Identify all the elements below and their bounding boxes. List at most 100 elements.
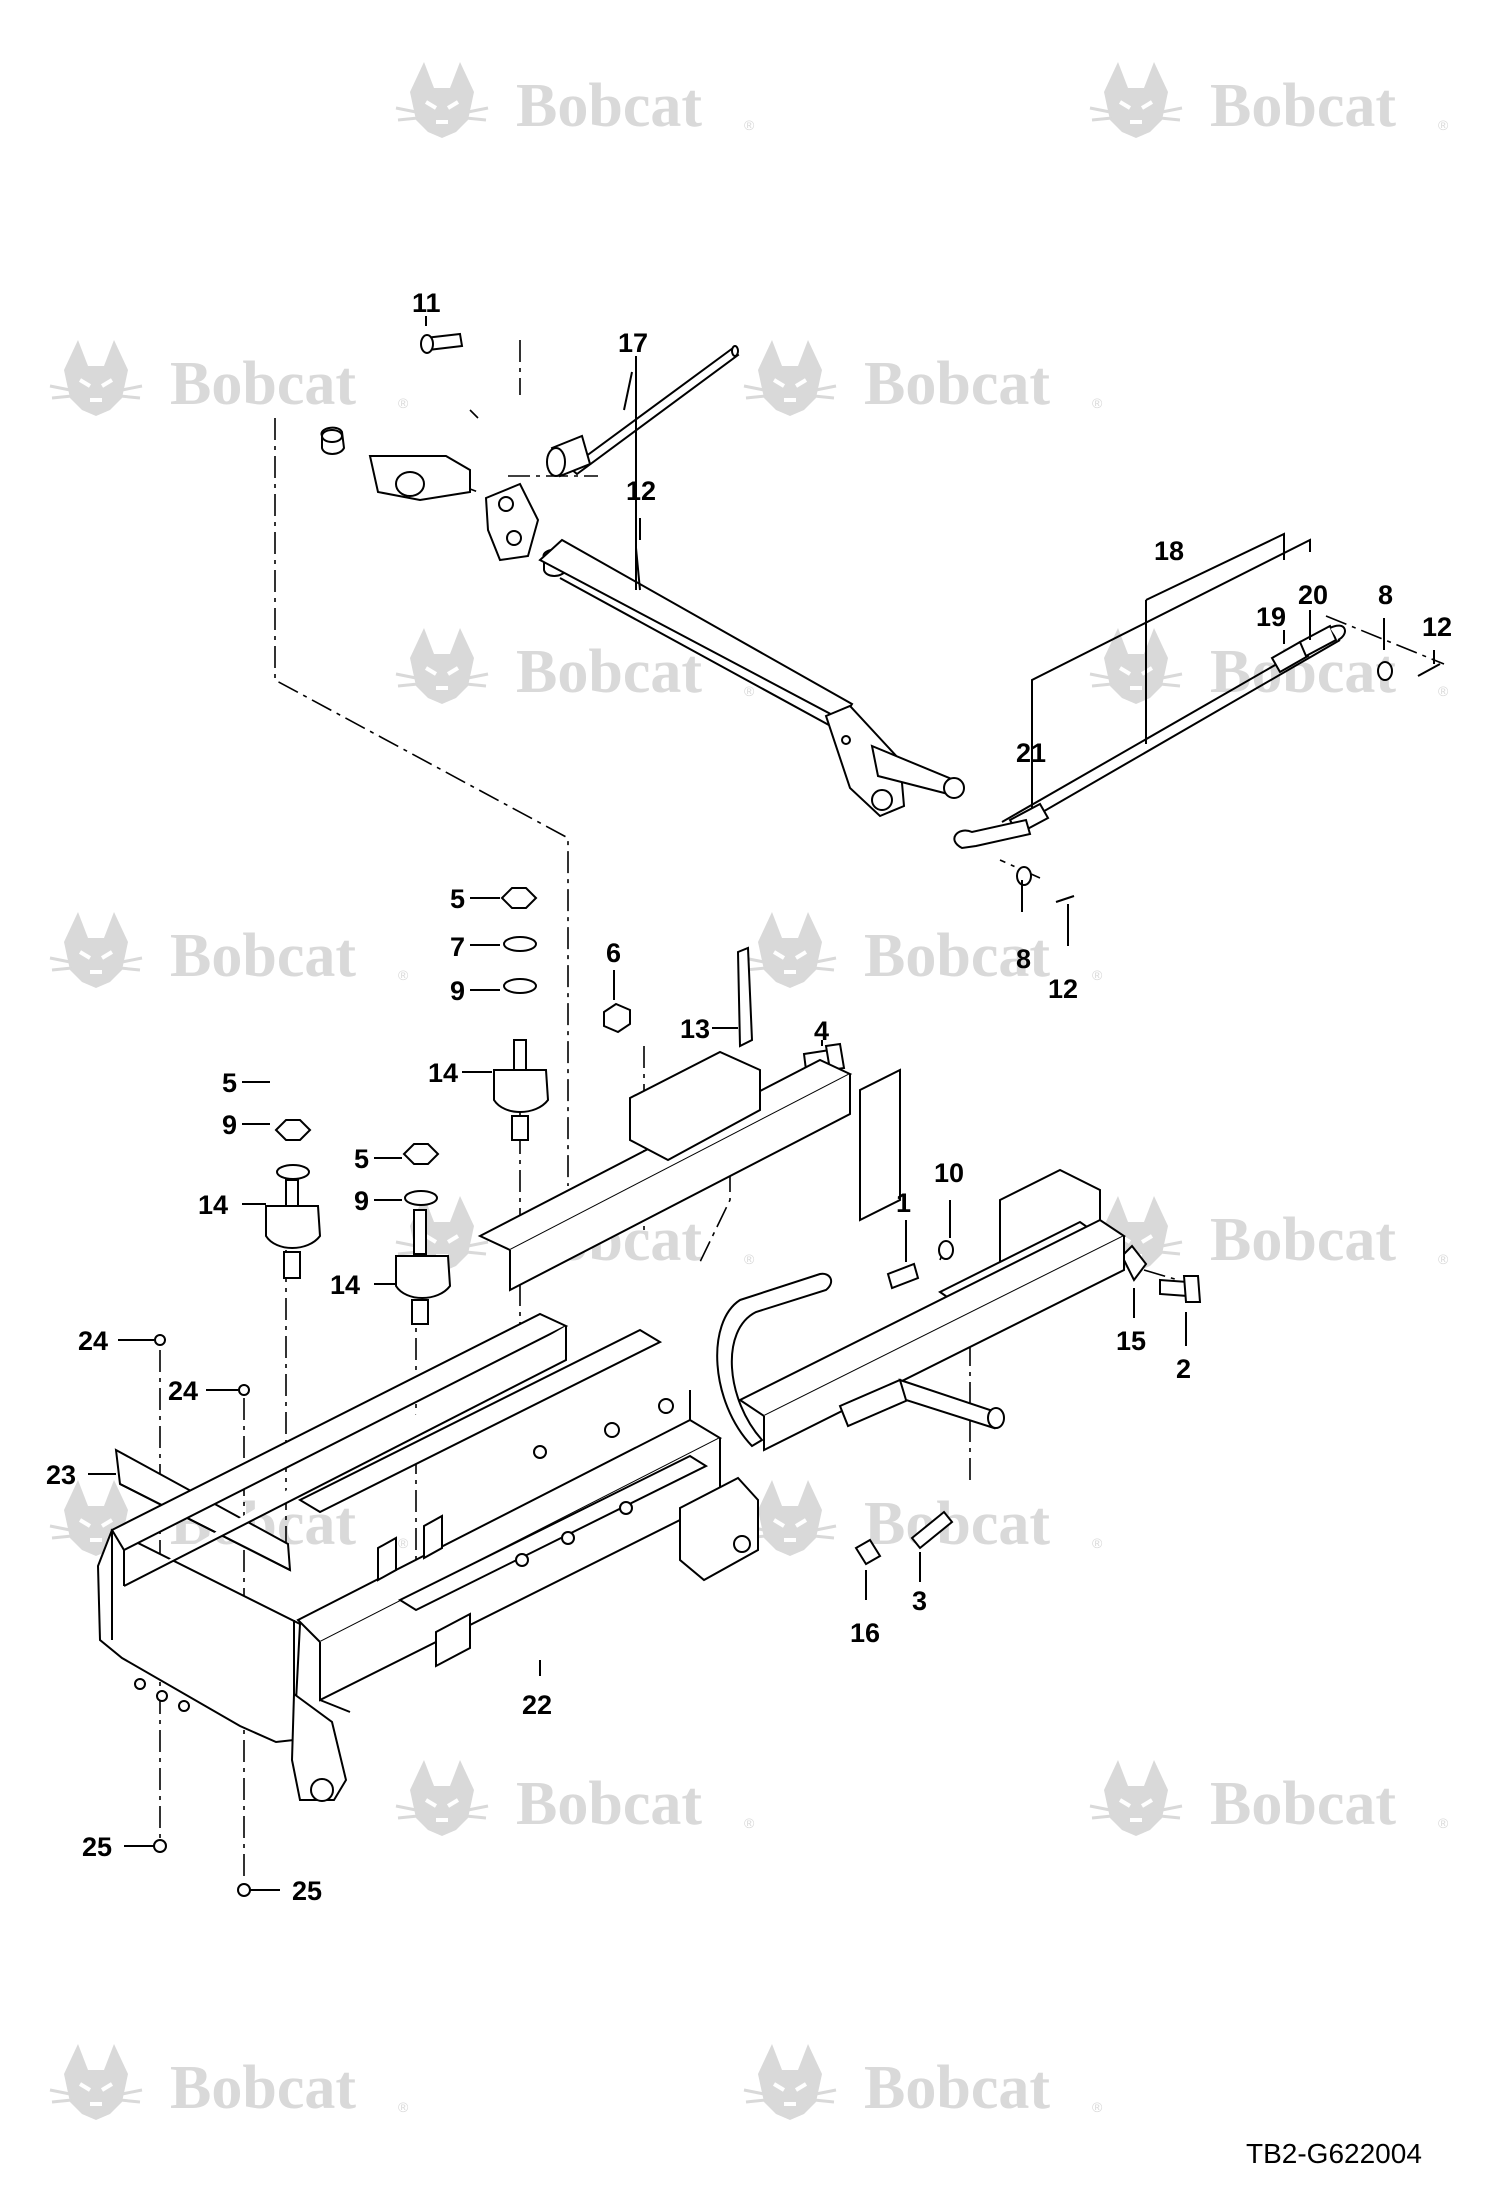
bobcat-logo-icon <box>1088 1758 1184 1838</box>
upper-linkage-assembly <box>320 332 965 818</box>
watermark-text: Bobcat <box>516 72 702 140</box>
callout-14: 14 <box>428 1058 458 1088</box>
callout-10: 10 <box>934 1158 964 1188</box>
clip-15 <box>1120 1244 1148 1282</box>
shaft-lower-edge <box>559 577 839 731</box>
callout-7: 7 <box>450 932 465 962</box>
shaft <box>538 538 854 722</box>
cross-member-b <box>397 1454 709 1612</box>
bobcat-logo-icon <box>742 910 838 990</box>
callout-13: 13 <box>680 1014 710 1044</box>
watermark: Bobcat ® <box>742 1478 1103 1558</box>
callout-20: 20 <box>1298 580 1328 610</box>
bobcat-logo-icon <box>742 2042 838 2122</box>
mid-beam <box>629 1050 761 1162</box>
clevis-loop <box>953 818 1032 850</box>
watermark-registered: ® <box>1438 117 1449 133</box>
bolt-3 <box>910 1510 954 1550</box>
watermark-registered: ® <box>744 117 755 133</box>
watermark-text: Bobcat <box>864 2054 1050 2122</box>
watermark: Bobcat ® <box>48 338 409 418</box>
bobcat-logo-icon <box>394 626 490 706</box>
watermark: Bobcat ® <box>394 1758 755 1838</box>
washer-8a <box>1377 661 1393 681</box>
callout-14: 14 <box>198 1190 228 1220</box>
bobcat-logo-icon <box>1088 626 1184 706</box>
watermark-registered: ® <box>398 395 409 411</box>
callout-12: 12 <box>1422 612 1452 642</box>
watermark: Bobcat ® <box>1088 626 1449 706</box>
watermark-registered: ® <box>1438 683 1449 699</box>
watermark: Bobcat ® <box>394 626 755 706</box>
bolt-1 <box>886 1262 920 1290</box>
callout-17: 17 <box>618 328 648 358</box>
watermark: Bobcat ® <box>394 60 755 140</box>
callout-9: 9 <box>354 1186 369 1216</box>
watermark-registered: ® <box>744 1251 755 1267</box>
watermark: Bobcat ® <box>48 2042 409 2122</box>
rivet-24b <box>238 1384 250 1396</box>
bobcat-logo-icon <box>742 338 838 418</box>
watermark-registered: ® <box>1092 395 1103 411</box>
mid-bracket <box>859 1068 901 1222</box>
callout-22: 22 <box>522 1690 552 1720</box>
cotter-pin-12b <box>1417 663 1441 677</box>
bobcat-logo-icon <box>394 1758 490 1838</box>
rod-17 <box>568 346 740 476</box>
callout-21: 21 <box>1016 738 1046 768</box>
watermark-text: Bobcat <box>864 922 1050 990</box>
watermark-text: Bobcat <box>516 638 702 706</box>
callout-25: 25 <box>82 1832 112 1862</box>
isolator-mount-upper <box>493 887 550 1141</box>
leader-lines <box>88 316 1435 1891</box>
callout-15: 15 <box>1116 1326 1146 1356</box>
callout-18: 18 <box>1154 536 1184 566</box>
isolator-mount-left <box>265 1119 322 1279</box>
cross-member-a <box>297 1328 663 1514</box>
watermark: Bobcat ® <box>1088 1758 1449 1838</box>
bobcat-logo-icon <box>48 910 144 990</box>
watermark-registered: ® <box>744 683 755 699</box>
callout-23: 23 <box>46 1460 76 1490</box>
callout-5: 5 <box>354 1144 369 1174</box>
rear-right-rail <box>738 1218 1126 1418</box>
callout-24: 24 <box>78 1326 108 1356</box>
watermark: Bobcat ® <box>1088 60 1449 140</box>
cotter-pin-12c <box>1055 895 1075 903</box>
watermark-text: Bobcat <box>170 922 356 990</box>
cable-assembly-18 <box>953 624 1441 903</box>
watermark-text: Bobcat <box>1210 72 1396 140</box>
bottom-bracket <box>435 1612 471 1668</box>
washer-8b <box>1016 866 1032 886</box>
cable-end-20 <box>1298 624 1338 658</box>
washer-10 <box>938 1240 954 1260</box>
bobcat-logo-icon <box>48 338 144 418</box>
watermark-text: Bobcat <box>516 1770 702 1838</box>
callout-2: 2 <box>1176 1354 1191 1384</box>
lower-lever <box>824 704 906 818</box>
watermark-registered: ® <box>1438 1815 1449 1831</box>
callout-12: 12 <box>626 476 656 506</box>
watermark-text: Bobcat <box>170 350 356 418</box>
callout-12: 12 <box>1048 974 1078 1004</box>
callout-3: 3 <box>912 1586 927 1616</box>
callout-11: 11 <box>412 288 441 318</box>
callout-5: 5 <box>450 884 465 914</box>
rivet-25a <box>153 1839 167 1853</box>
bobcat-logo-icon <box>48 2042 144 2122</box>
watermark-registered: ® <box>398 1535 409 1551</box>
bobcat-logo-icon <box>1088 60 1184 140</box>
callout-8: 8 <box>1378 580 1393 610</box>
watermark-text: Bobcat <box>170 2054 356 2122</box>
drawing-id: TB2-G622004 <box>1246 2138 1422 2169</box>
callout-6: 6 <box>606 938 621 968</box>
callout-9: 9 <box>450 976 465 1006</box>
callout-1: 1 <box>896 1188 911 1218</box>
watermark: Bobcat ® <box>48 910 409 990</box>
watermark-registered: ® <box>1092 2099 1103 2115</box>
bolt-2-head <box>1182 1275 1202 1303</box>
watermark-text: Bobcat <box>1210 1770 1396 1838</box>
bolt-4-head <box>824 1042 846 1072</box>
watermark-registered: ® <box>1092 1535 1103 1551</box>
